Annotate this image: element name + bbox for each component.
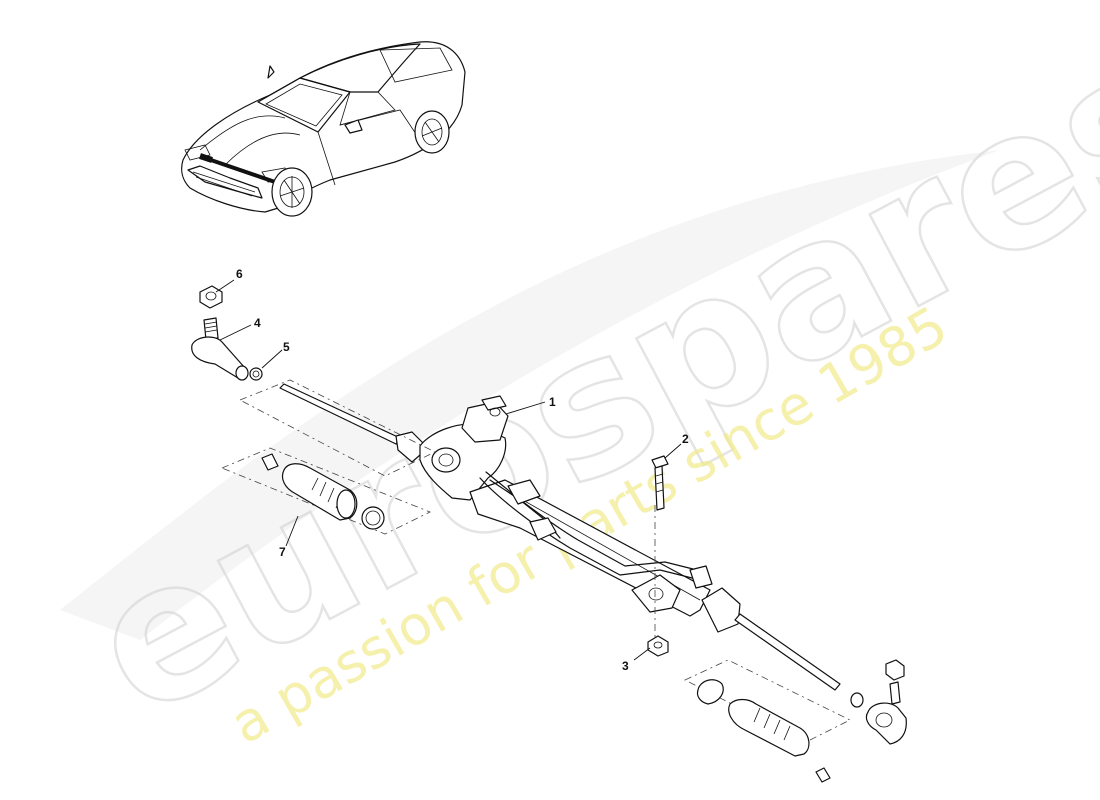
pinion-housing xyxy=(419,423,507,501)
callout-2[interactable]: 2 xyxy=(682,432,689,446)
car-overview-icon xyxy=(181,41,466,217)
callout-5[interactable]: 5 xyxy=(283,340,290,354)
steering-rack-icon xyxy=(279,383,841,691)
left-parts xyxy=(191,285,385,530)
callout-4[interactable]: 4 xyxy=(254,316,261,330)
watermark-brand: eurospares xyxy=(57,1,1100,760)
boot-right xyxy=(728,698,810,757)
washer-5 xyxy=(249,367,263,381)
callout-6[interactable]: 6 xyxy=(236,267,243,281)
watermark-swoosh xyxy=(60,150,1000,640)
nut-6 xyxy=(199,285,223,309)
nut-3 xyxy=(647,635,669,657)
clip-7 xyxy=(261,453,279,471)
fasteners xyxy=(647,455,669,657)
callout-3[interactable]: 3 xyxy=(622,659,629,673)
inner-tie-rod-right xyxy=(734,613,841,691)
right-parts xyxy=(696,659,907,783)
ring-7 xyxy=(361,506,385,530)
callouts: 1 2 3 4 5 6 7 xyxy=(236,267,689,673)
watermark: eurospares a passion for parts since 198… xyxy=(56,0,1100,761)
leaders xyxy=(215,279,682,661)
clip-right xyxy=(696,679,724,705)
bolt-2 xyxy=(651,455,669,469)
callout-7[interactable]: 7 xyxy=(279,545,286,559)
callout-1[interactable]: 1 xyxy=(549,395,556,409)
